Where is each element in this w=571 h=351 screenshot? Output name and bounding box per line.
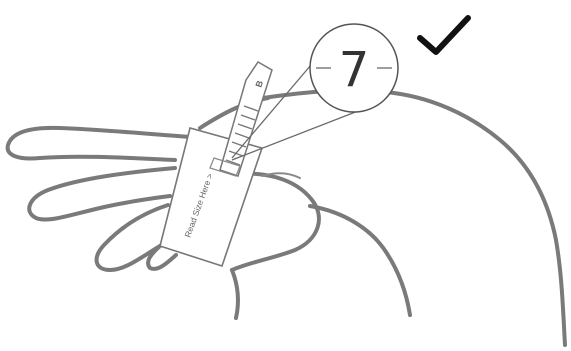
checkmark-icon: [417, 15, 471, 55]
callout-circle: [309, 23, 399, 113]
hand-outline: [5, 88, 567, 347]
sizer-strip: B: [209, 61, 273, 177]
size-reading: 7: [339, 42, 370, 98]
strip-ticks: [225, 105, 259, 166]
strip-letter: B: [253, 79, 265, 89]
size-callout: 7: [231, 23, 399, 161]
